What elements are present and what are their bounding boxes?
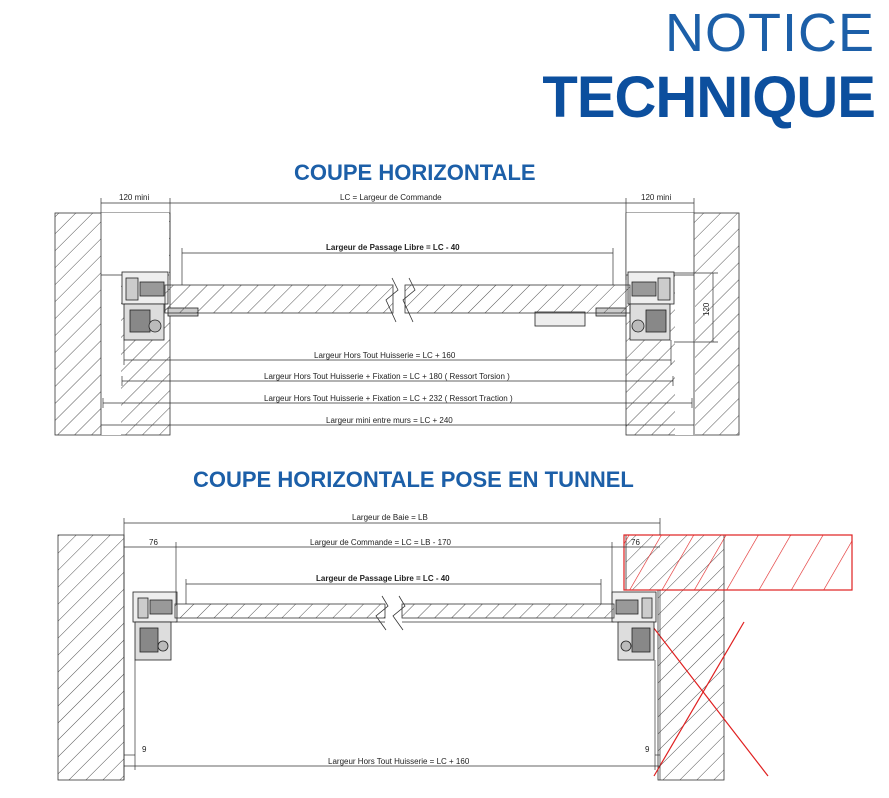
dim-left-clearance: 120 mini	[119, 193, 149, 202]
dim-tunnel-hors-tout: Largeur Hors Tout Huisserie = LC + 160	[328, 757, 470, 766]
dim-gap-left: 9	[142, 745, 147, 754]
tunnel-left-frame	[132, 591, 178, 661]
section1-title: COUPE HORIZONTALE	[294, 160, 536, 185]
dim-left-offset: 76	[149, 538, 158, 547]
dim-height: 120	[702, 302, 711, 316]
technique-heading: TECHNIQUE	[542, 65, 876, 130]
section1-drawing: 120 mini LC = Largeur de Commande 120 mi…	[54, 193, 740, 436]
section2-title: COUPE HORIZONTALE POSE EN TUNNEL	[193, 467, 634, 492]
dim-passage: Largeur de Passage Libre = LC - 40	[326, 243, 460, 252]
door-panel	[164, 277, 631, 323]
cross-line-2	[653, 621, 745, 777]
lintel-red	[623, 534, 853, 591]
dim-murs: Largeur mini entre murs = LC + 240	[326, 416, 453, 425]
section2-drawing: Largeur de Baie = LB 76 Largeur de Comma…	[57, 513, 853, 781]
tunnel-door-panel	[174, 595, 615, 631]
dim-right-clearance: 120 mini	[641, 193, 671, 202]
dim-lc: LC = Largeur de Commande	[340, 193, 442, 202]
section1-dimension-lines	[100, 198, 718, 426]
dim-gap-right: 9	[645, 745, 650, 754]
notice-heading: NOTICE	[664, 3, 875, 63]
right-frame-profile	[534, 271, 675, 341]
left-frame-profile	[121, 271, 199, 341]
dim-torsion: Largeur Hors Tout Huisserie + Fixation =…	[264, 372, 510, 381]
dim-right-offset: 76	[631, 538, 640, 547]
tunnel-right-wall	[657, 589, 725, 781]
tunnel-right-frame	[611, 591, 657, 661]
dim-commande: Largeur de Commande = LC = LB - 170	[310, 538, 452, 547]
tunnel-left-wall	[57, 534, 125, 781]
dim-traction: Largeur Hors Tout Huisserie + Fixation =…	[264, 394, 513, 403]
dim-hors-tout: Largeur Hors Tout Huisserie = LC + 160	[314, 351, 456, 360]
section2-dimension-lines	[123, 518, 661, 780]
dim-baie: Largeur de Baie = LB	[352, 513, 428, 522]
dim-tunnel-passage: Largeur de Passage Libre = LC - 40	[316, 574, 450, 583]
